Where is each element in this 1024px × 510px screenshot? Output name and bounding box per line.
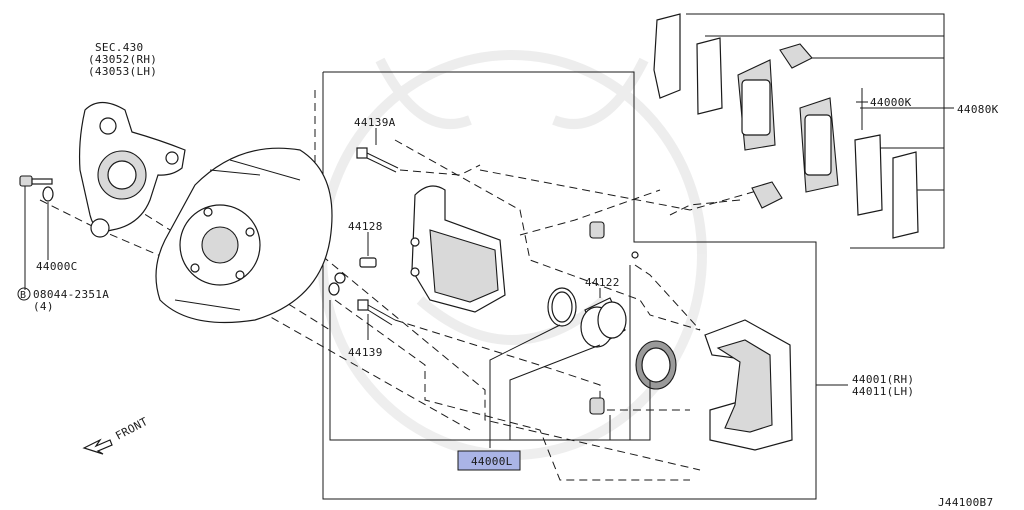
pin-boot-lower [589,397,605,415]
label-sec430: SEC.430 [95,41,143,54]
washer-44000c [42,186,54,202]
label-bolt-b-marker: B [20,290,26,301]
guide-pin-44139a [356,147,399,173]
anti-squeal-shim-inner [696,37,723,115]
label-44001-rh: 44001(RH) [852,373,914,386]
label-08044-2351a: 08044-2351A [33,288,109,301]
leader-lines [24,88,868,448]
shim-lower-inner [892,151,919,239]
front-direction-arrow [82,438,113,455]
brake-pad-inner [799,97,839,193]
brake-pad-outer [737,59,776,151]
steering-knuckle [78,101,186,238]
piston [580,297,627,348]
label-44000k: 44000K [870,96,912,109]
dust-shield-backing-plate [155,147,333,324]
caliper-assembly-frame [322,71,817,500]
label-44122: 44122 [585,276,620,289]
shim-lower-outer [854,134,883,216]
label-43052-rh: (43052(RH) [88,53,157,66]
guide-pin-44139 [357,299,396,326]
bleeder-44128 [328,257,377,296]
piston-seal-44122 [547,287,577,327]
pad-clips-lower [751,181,783,209]
watermark-emblem [317,50,707,460]
pad-clips-upper [779,43,813,69]
label-43053-lh: (43053(LH) [88,65,157,78]
label-front: FRONT [113,415,150,443]
pad-kit-frame [686,13,945,249]
label-44000l: 44000L [471,455,513,468]
caliper-body [410,185,506,313]
label-44139a: 44139A [354,116,396,129]
label-bolt-quantity: (4) [33,300,54,313]
label-44080k: 44080K [957,103,999,116]
label-44128: 44128 [348,220,383,233]
caliper-bracket [704,319,793,451]
knuckle-bolt [19,175,53,187]
label-44000c: 44000C [36,260,78,273]
piston-boot [635,340,677,390]
highlight-box-44000l [457,450,521,471]
label-44011-lh: 44011(LH) [852,385,914,398]
pin-boot-upper [589,221,639,259]
anti-squeal-shim-outer [653,13,681,99]
diagram-code: J44100B7 [938,496,993,509]
label-44139: 44139 [348,346,383,359]
